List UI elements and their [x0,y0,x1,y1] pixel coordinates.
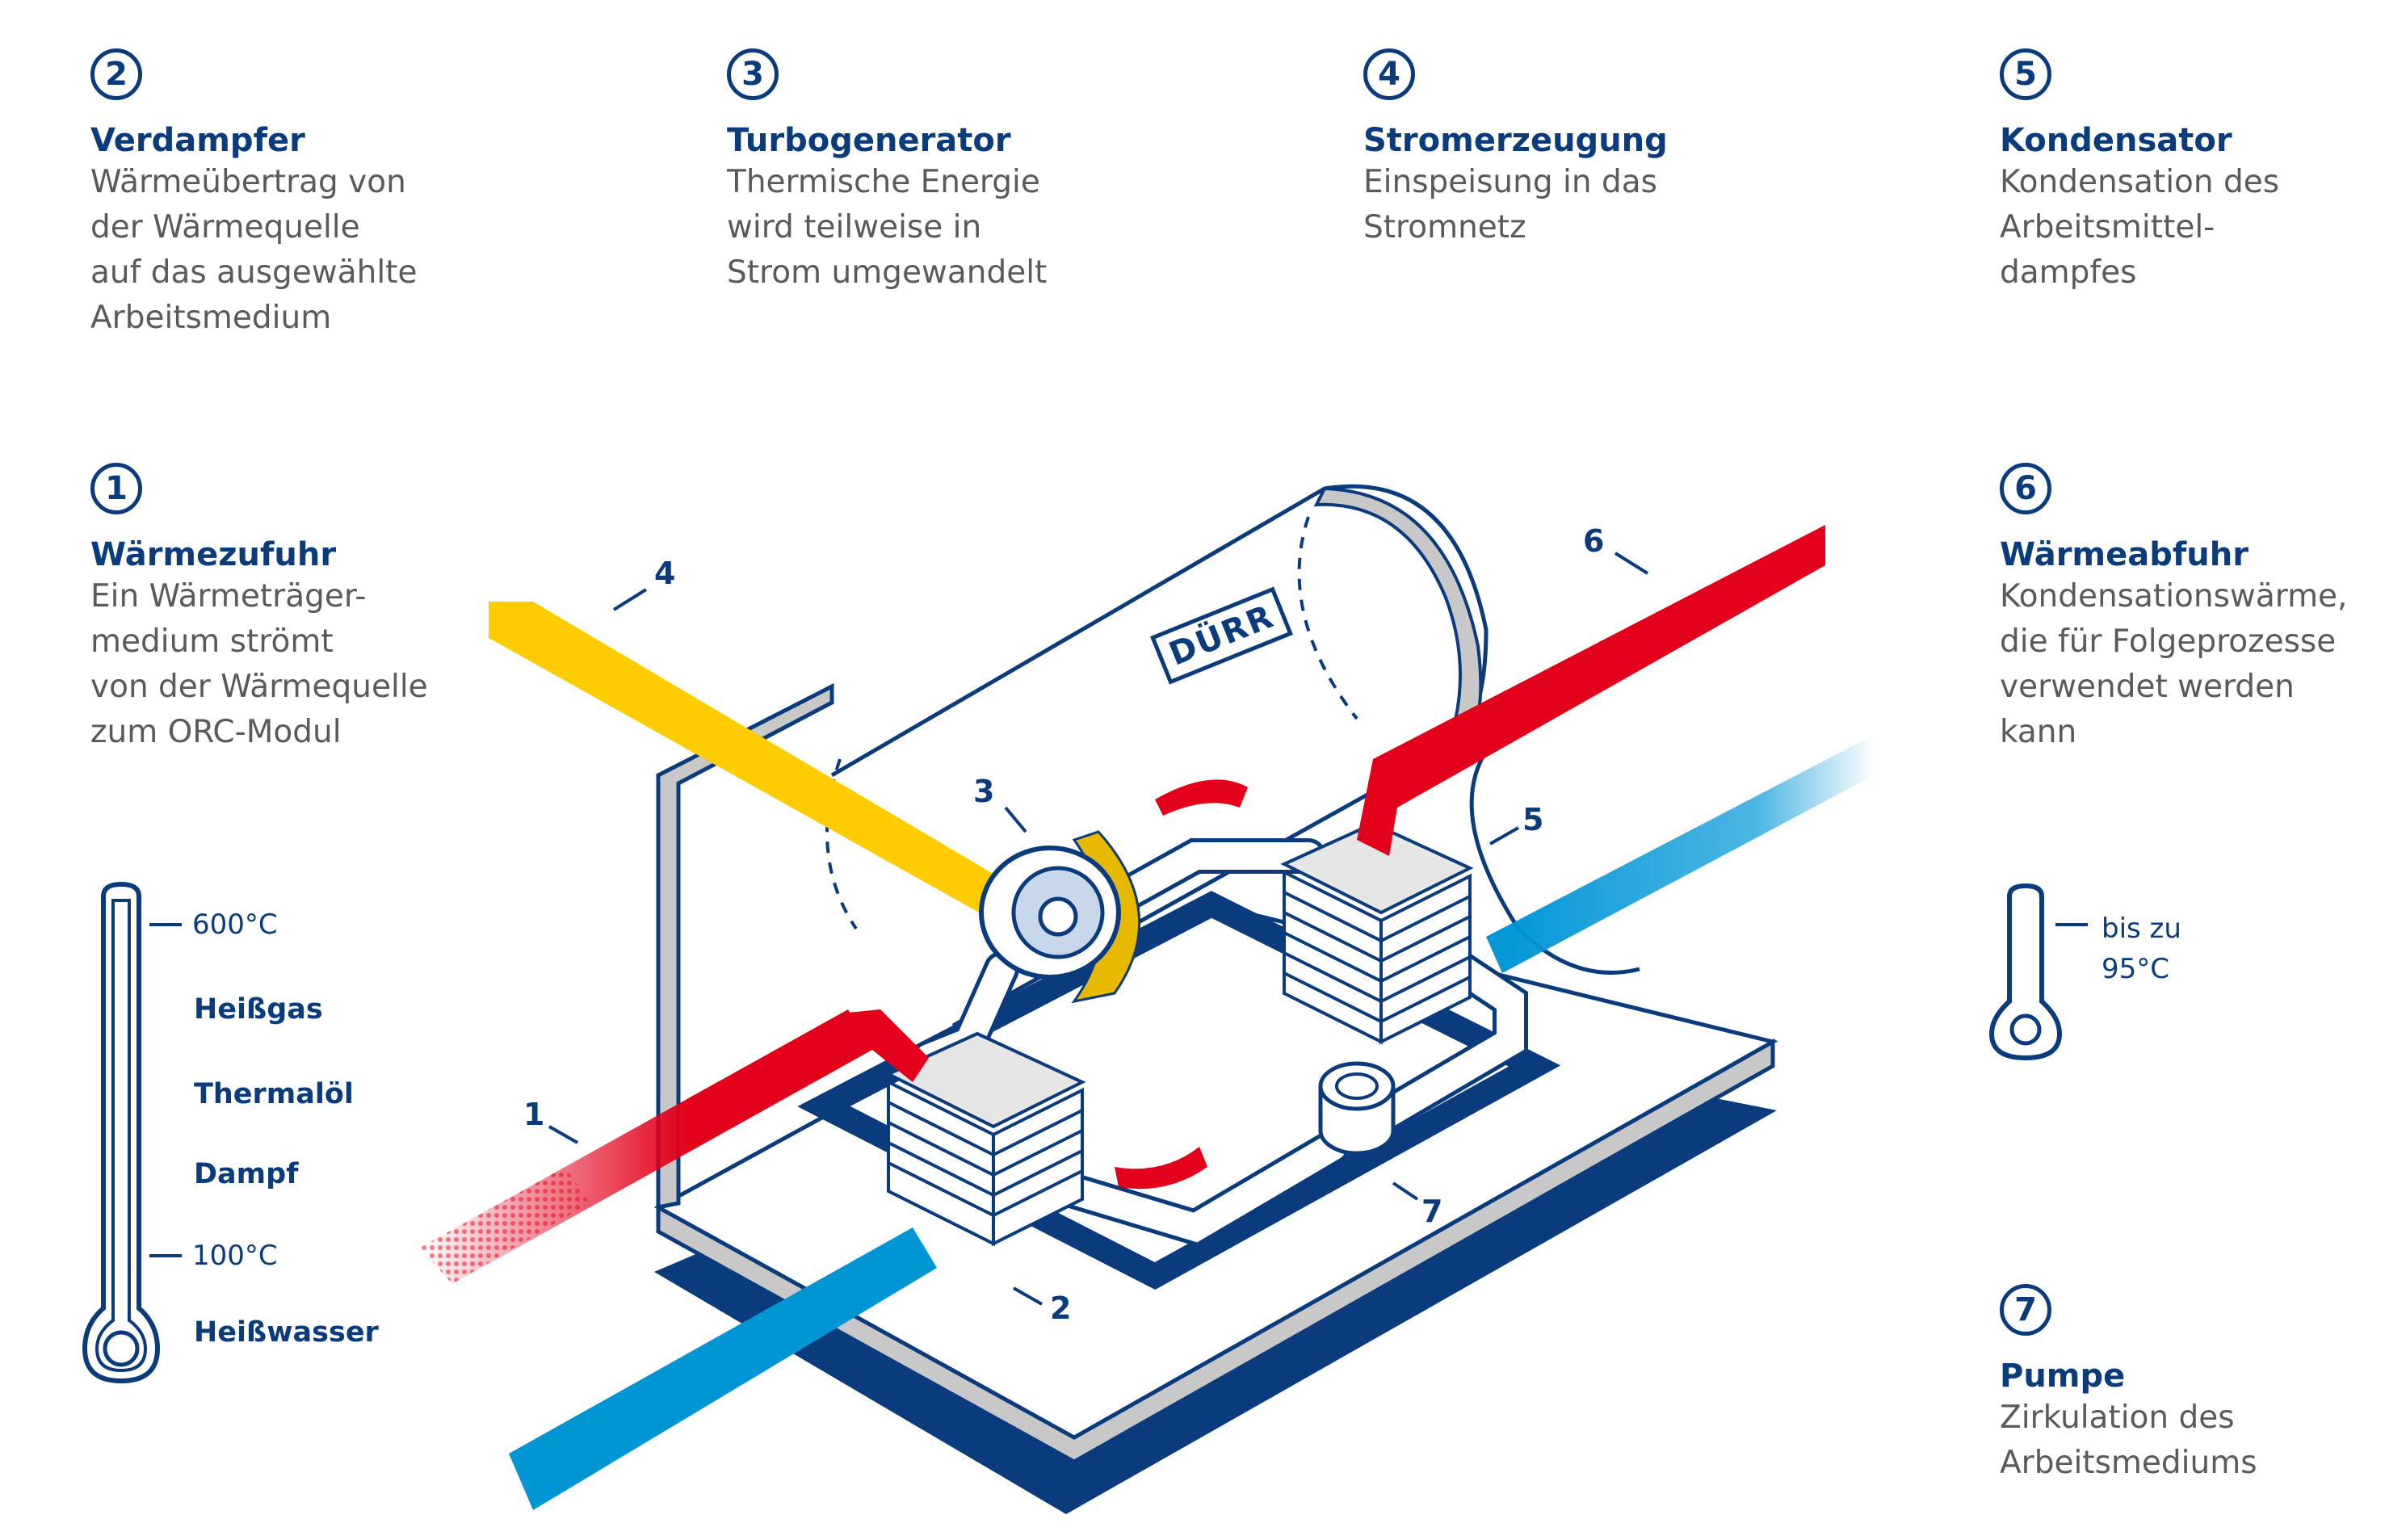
thermometer-top-label: 600°C [192,908,278,941]
electricity-band [489,602,1018,921]
step-number-badge: 2 [90,48,142,100]
pipe-pump-to-evaporator-inner [1020,1133,1346,1243]
heat-source-hot-gas: Heißgas [194,993,323,1026]
callout-2: 2 [1050,1290,1072,1326]
step-title: Kondensator [2000,122,2232,159]
flow-arrow-top [1155,779,1248,816]
flow-arrow-bottom [1115,1147,1207,1190]
leader-3 [1004,806,1027,833]
step-description: Thermische Energie wird teilweise in Str… [727,164,1048,291]
thermometer-right [1988,883,2088,1061]
step-waermeabfuhr: 6 Wärmeabfuhr Kondensationswärme, die fü… [2000,463,2347,755]
pipe-condenser-to-pump-inner [1359,939,1524,1136]
heat-removal-band [1357,525,1825,856]
heat-source-hot-water: Heißwasser [194,1316,379,1349]
leader-7 [1392,1181,1419,1201]
step-number-badge: 5 [2000,48,2051,100]
step-kondensator: 5 Kondensator Kondensation des Arbeitsmi… [2000,48,2279,296]
callout-7: 7 [1421,1194,1443,1229]
step-description: Kondensation des Arbeitsmittel- dampfes [2000,164,2280,291]
callout-4: 4 [654,556,676,591]
callout-1: 1 [523,1097,545,1132]
step-title: Verdampfer [90,122,305,159]
leader-6 [1614,552,1649,575]
step-number-badge: 7 [2000,1284,2051,1336]
heat-supply-band-top [840,1009,929,1082]
thermometer-bottom-label: 100°C [192,1240,278,1272]
thermometer-left [82,881,182,1384]
leader-5 [1489,826,1519,846]
cooling-inlet-band [1486,735,1874,973]
step-turbogenerator: 3 Turbogenerator Thermische Energie wird… [727,48,1047,296]
step-number-badge: 4 [1363,48,1415,100]
step-waermezufuhr: 1 Wärmezufuhr Ein Wärmeträger- medium st… [90,463,428,755]
step-description: Ein Wärmeträger- medium strömt von der W… [90,578,428,750]
heat-source-steam: Dampf [194,1158,299,1190]
step-description: Einspeisung in das Stromnetz [1363,164,1657,245]
callout-3: 3 [973,774,995,809]
turbine-hub [1038,896,1078,937]
step-title: Turbogenerator [727,122,1011,159]
pump-top-inner [1335,1072,1379,1100]
step-title: Wärmezufuhr [90,536,337,573]
condenser-stack [1280,821,1474,1045]
evaporator-stack [884,1031,1086,1247]
pipe-turbine-to-condenser-inner [1109,842,1322,910]
step-title: Stromerzeugung [1363,122,1668,159]
step-description: Kondensationswärme, die für Folgeprozess… [2000,578,2348,750]
heat-removal-temperature: bis zu 95°C [2102,913,2181,985]
step-number-badge: 3 [727,48,779,100]
step-stromerzeugung: 4 Stromerzeugung Einspeisung in das Stro… [1363,48,1668,250]
heat-source-thermal-oil: Thermalöl [194,1078,354,1110]
step-description: Wärmeübertrag von der Wärmequelle auf da… [90,164,418,336]
step-number-badge: 1 [90,463,142,514]
callout-6: 6 [1583,523,1605,559]
leader-4 [612,588,648,611]
heat-supply-dots [420,1167,590,1284]
step-title: Wärmeabfuhr [2000,536,2249,573]
leader-2 [1013,1286,1043,1306]
step-description: Zirkulation des Arbeitsmediums [2000,1399,2257,1481]
step-title: Pumpe [2000,1357,2126,1395]
evaporator-outlet-band [509,1227,937,1510]
cylinder-dashed-arc [1297,516,1358,720]
step-number-badge: 6 [2000,463,2051,514]
leader-1 [548,1125,578,1144]
callout-5: 5 [1522,802,1544,837]
step-verdampfer: 2 Verdampfer Wärmeübertrag von der Wärme… [90,48,417,341]
step-pumpe: 7 Pumpe Zirkulation des Arbeitsmediums [2000,1284,2257,1486]
